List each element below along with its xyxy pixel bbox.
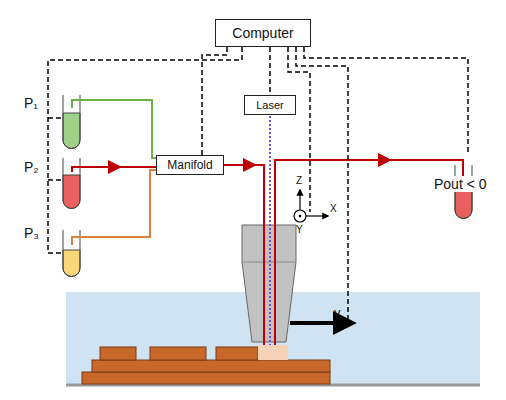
supply-arrow — [224, 164, 250, 166]
control-wire — [202, 47, 227, 155]
node-text: Laser — [256, 99, 284, 111]
reservoir-tubes — [63, 95, 472, 277]
node-text: Computer — [232, 25, 293, 41]
manifold-box: Manifold — [156, 155, 224, 175]
pressure-label: P₃ — [24, 226, 39, 240]
axis-label: Z — [296, 176, 302, 186]
axis-symbol — [294, 190, 328, 222]
node-text: Manifold — [167, 158, 212, 172]
printed-structure — [82, 347, 330, 384]
laser-beam — [269, 116, 271, 345]
laser-box: Laser — [244, 95, 296, 115]
pressure-label: Pout < 0 — [432, 176, 489, 192]
pressure-label: P₂ — [24, 160, 39, 174]
curing-spot — [258, 345, 288, 360]
pressure-label: P₁ — [24, 96, 38, 110]
red-feed-arrow — [72, 167, 115, 172]
axis-label: Y — [296, 225, 303, 235]
velocity-arrow — [290, 321, 352, 325]
return-arrow — [275, 159, 385, 161]
red-feed-line — [115, 166, 156, 168]
control-wires — [48, 47, 468, 322]
computer-box: Computer — [215, 19, 311, 47]
velocity-label: v — [334, 306, 341, 319]
supply-line — [224, 165, 264, 345]
orange-feed-line — [72, 170, 156, 245]
green-feed-line — [72, 100, 156, 158]
axis-label: X — [330, 204, 337, 214]
control-wire — [269, 47, 271, 95]
